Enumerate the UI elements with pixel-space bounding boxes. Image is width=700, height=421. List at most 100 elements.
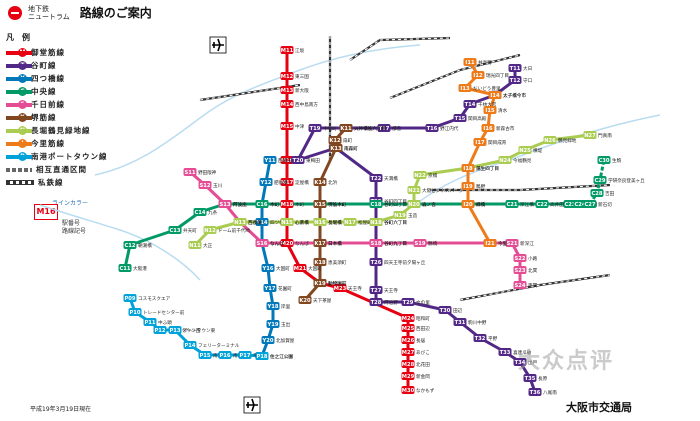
station-name: 瑞光四丁目 bbox=[486, 72, 509, 79]
station-badge bbox=[259, 178, 273, 186]
station-badge bbox=[280, 72, 294, 80]
station-name: 守口 bbox=[523, 77, 533, 84]
station-name: 阿倍野 bbox=[384, 299, 398, 306]
station-badge bbox=[313, 200, 327, 208]
station-name: 長居 bbox=[416, 338, 426, 344]
station-name: 江坂 bbox=[295, 47, 305, 54]
station-badge bbox=[481, 124, 495, 132]
station-badge bbox=[401, 348, 415, 356]
station-code: K19 bbox=[314, 281, 326, 287]
private-railway-line bbox=[349, 36, 451, 61]
station-badge bbox=[308, 124, 322, 132]
station-badge bbox=[438, 306, 452, 314]
station-name: なかもず bbox=[416, 387, 435, 394]
station-badge bbox=[463, 58, 477, 66]
station-name: なんば bbox=[295, 240, 309, 247]
station-code: I14 bbox=[490, 93, 500, 99]
station-code: P09 bbox=[124, 296, 135, 302]
station-name: 東梅田 bbox=[306, 157, 320, 164]
line-color-label: ラインカラー bbox=[52, 200, 89, 207]
station-badge bbox=[168, 326, 182, 334]
station-badge bbox=[263, 284, 277, 292]
station-name: 日本橋 bbox=[328, 240, 342, 247]
legend-swatch bbox=[6, 167, 32, 172]
station-badge bbox=[593, 176, 607, 184]
legend-swatch bbox=[6, 102, 32, 107]
sample-station-code: M16 bbox=[34, 204, 58, 220]
station-badge bbox=[458, 84, 472, 92]
station-badge bbox=[153, 326, 167, 334]
station-code: T15 bbox=[455, 116, 466, 122]
metro-logo-icon bbox=[8, 5, 22, 20]
legend-line-name: 中央線 bbox=[31, 87, 57, 96]
station-name: だいどう豊里 bbox=[473, 85, 501, 92]
station-name: 八尾南 bbox=[543, 389, 557, 396]
station-name: 野江内代 bbox=[440, 125, 459, 132]
station-badge bbox=[123, 294, 137, 302]
station-badge bbox=[543, 136, 557, 144]
station-badge bbox=[198, 351, 212, 359]
station-code: Y18 bbox=[267, 304, 279, 310]
station-code: K11 bbox=[340, 126, 352, 132]
station-name: 扇町 bbox=[343, 137, 353, 144]
station-name: 心斎橋 bbox=[295, 219, 309, 226]
station-name: 中ふ頭 bbox=[158, 319, 172, 326]
station-badge bbox=[471, 71, 485, 79]
station-badge bbox=[453, 318, 467, 326]
station-name: 野田阪神 bbox=[198, 169, 217, 176]
station-name: 生駒 bbox=[612, 157, 622, 164]
station-name: 大国町 bbox=[276, 265, 290, 272]
station-code: T31 bbox=[455, 320, 466, 326]
station-badge bbox=[505, 200, 519, 208]
station-badge bbox=[505, 239, 519, 247]
through-service-line bbox=[588, 159, 606, 205]
station-name: 駒川中野 bbox=[468, 319, 487, 326]
station-badge bbox=[535, 200, 549, 208]
station-code: N19 bbox=[394, 213, 406, 219]
station-code: C28 bbox=[591, 191, 602, 197]
station-name: ポートタウン西 bbox=[168, 327, 201, 334]
private-railway-line bbox=[459, 274, 611, 301]
legend-item: T谷町線 bbox=[6, 59, 114, 72]
station-name: 四天王寺前夕陽ヶ丘 bbox=[384, 259, 426, 266]
legend-item: 私鉄線 bbox=[6, 176, 114, 189]
station-code: P10 bbox=[129, 310, 140, 316]
station-code: M13 bbox=[281, 88, 294, 94]
airplane-icon bbox=[243, 396, 261, 414]
station-name: 谷町九丁目 bbox=[384, 240, 407, 247]
station-name: 玉川 bbox=[213, 183, 223, 189]
station-badge bbox=[263, 156, 277, 164]
station-badge bbox=[280, 46, 294, 54]
station-badge bbox=[461, 164, 475, 172]
station-name: 谷町六丁目 bbox=[384, 219, 407, 226]
station-name: 阿波座 bbox=[233, 201, 247, 208]
station-badge bbox=[343, 218, 357, 226]
station-code: N26 bbox=[544, 138, 556, 144]
station-badge bbox=[328, 136, 342, 144]
station-code: S12 bbox=[200, 183, 211, 189]
station-badge bbox=[329, 144, 343, 152]
station-code: M27 bbox=[402, 350, 415, 356]
